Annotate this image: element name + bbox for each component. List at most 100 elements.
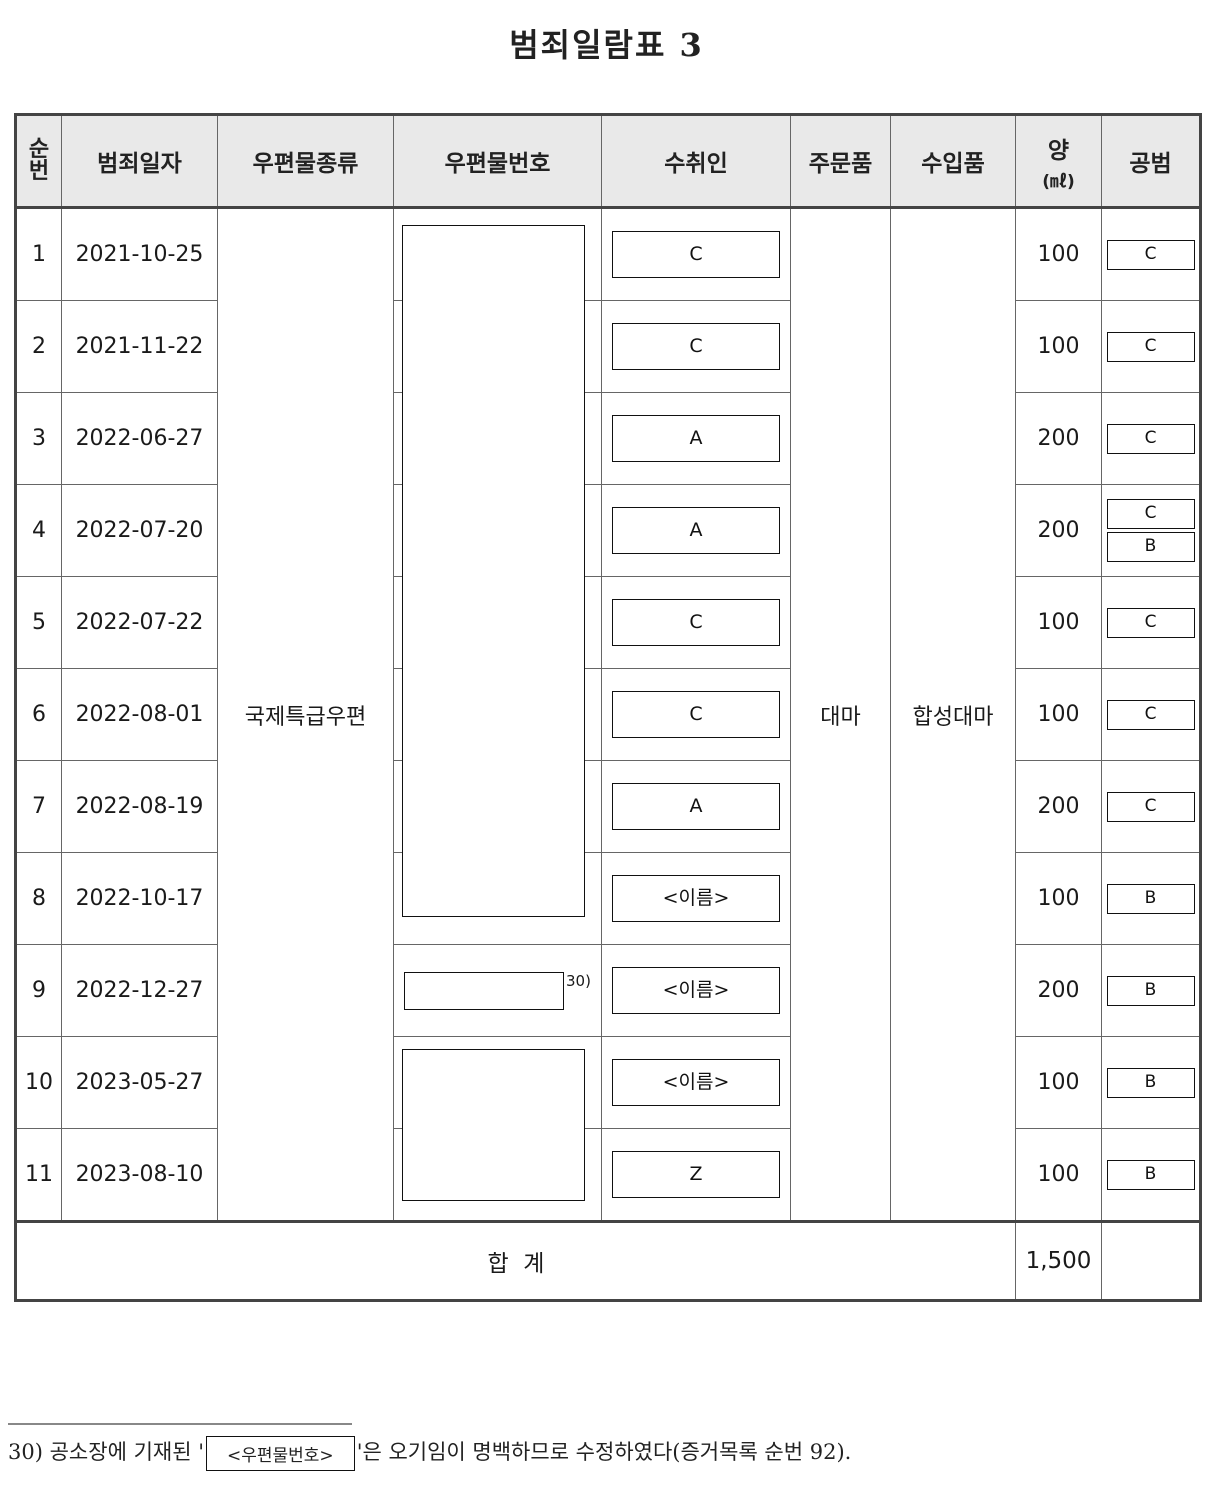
amount-cell: 200 bbox=[1015, 392, 1102, 485]
accomplice-name: C bbox=[1106, 499, 1195, 529]
seq-cell: 11 bbox=[15, 1128, 62, 1222]
recipient-cell: <이름> bbox=[601, 1036, 791, 1129]
accomplice-name: B bbox=[1106, 975, 1195, 1006]
amount-cell: 100 bbox=[1015, 852, 1102, 945]
recipient-cell: A bbox=[601, 392, 791, 485]
date-cell: 2022-07-22 bbox=[61, 576, 218, 669]
recipient-name: C bbox=[612, 323, 780, 370]
accomplice-name: C bbox=[1106, 699, 1195, 730]
total-label: 합 계 bbox=[15, 1220, 1016, 1301]
seq-cell: 4 bbox=[15, 484, 62, 577]
recipient-cell: C bbox=[601, 576, 791, 669]
imported-item-cell: 합성대마 bbox=[890, 207, 1016, 1222]
amount-cell: 100 bbox=[1015, 1036, 1102, 1129]
accomplice-cell: C bbox=[1101, 207, 1201, 301]
amount-cell: 200 bbox=[1015, 944, 1102, 1037]
header-mail-type: 우편물종류 bbox=[217, 114, 394, 209]
recipient-name: C bbox=[612, 599, 780, 646]
recipient-name: <이름> bbox=[612, 1059, 780, 1106]
recipient-name: <이름> bbox=[612, 875, 780, 922]
accomplice-cell: B bbox=[1101, 944, 1201, 1037]
seq-cell: 5 bbox=[15, 576, 62, 669]
amount-cell: 100 bbox=[1015, 1128, 1102, 1222]
accomplice-cell: C bbox=[1101, 392, 1201, 485]
header-amount-label: 양 bbox=[1047, 137, 1070, 164]
accomplice-name: C bbox=[1106, 791, 1195, 822]
accomplice-cell: CB bbox=[1101, 484, 1201, 577]
accomplice-cell: C bbox=[1101, 760, 1201, 853]
amount-cell: 100 bbox=[1015, 576, 1102, 669]
header-recipient: 수취인 bbox=[601, 114, 791, 209]
recipient-cell: <이름> bbox=[601, 852, 791, 945]
mail-type-cell: 국제특급우편 bbox=[217, 207, 394, 1222]
recipient-name: A bbox=[612, 507, 780, 554]
footnote-number: 30) bbox=[8, 1440, 43, 1464]
date-cell: 2021-11-22 bbox=[61, 300, 218, 393]
seq-cell: 7 bbox=[15, 760, 62, 853]
accomplice-name: B bbox=[1106, 1159, 1195, 1190]
date-cell: 2022-07-20 bbox=[61, 484, 218, 577]
date-cell: 2022-06-27 bbox=[61, 392, 218, 485]
redacted-mail-number-block bbox=[402, 1049, 585, 1201]
recipient-cell: C bbox=[601, 207, 791, 301]
total-accomplice-empty bbox=[1101, 1220, 1201, 1301]
accomplice-name: C bbox=[1106, 607, 1195, 638]
amount-cell: 200 bbox=[1015, 760, 1102, 853]
date-cell: 2022-08-19 bbox=[61, 760, 218, 853]
recipient-cell: Z bbox=[601, 1128, 791, 1222]
accomplice-cell: B bbox=[1101, 1036, 1201, 1129]
accomplice-name: B bbox=[1106, 532, 1195, 562]
accomplice-name: C bbox=[1106, 239, 1195, 270]
amount-cell: 100 bbox=[1015, 207, 1102, 301]
seq-cell: 8 bbox=[15, 852, 62, 945]
accomplice-cell: C bbox=[1101, 300, 1201, 393]
amount-cell: 100 bbox=[1015, 300, 1102, 393]
mail-number-cell bbox=[393, 1036, 602, 1201]
recipient-cell: A bbox=[601, 760, 791, 853]
recipient-cell: <이름> bbox=[601, 944, 791, 1037]
total-row: 합 계 1,500 bbox=[15, 1220, 1201, 1301]
recipient-cell: C bbox=[601, 300, 791, 393]
crime-list-table: 순번 범죄일자 우편물종류 우편물번호 수취인 주문품 수입품 양 (㎖) 공범… bbox=[14, 113, 1202, 1302]
accomplice-cell: C bbox=[1101, 576, 1201, 669]
date-cell: 2022-12-27 bbox=[61, 944, 218, 1037]
recipient-name: <이름> bbox=[612, 967, 780, 1014]
recipient-cell: C bbox=[601, 668, 791, 761]
date-cell: 2023-05-27 bbox=[61, 1036, 218, 1129]
header-date: 범죄일자 bbox=[61, 114, 218, 209]
header-row: 순번 범죄일자 우편물종류 우편물번호 수취인 주문품 수입품 양 (㎖) 공범 bbox=[15, 114, 1201, 209]
seq-cell: 1 bbox=[15, 207, 62, 301]
ordered-item-cell: 대마 bbox=[790, 207, 891, 1222]
recipient-name: A bbox=[612, 783, 780, 830]
header-amount: 양 (㎖) bbox=[1015, 114, 1102, 209]
accomplice-name: B bbox=[1106, 1067, 1195, 1098]
date-cell: 2023-08-10 bbox=[61, 1128, 218, 1222]
header-amount-unit: (㎖) bbox=[1042, 171, 1075, 192]
accomplice-name: B bbox=[1106, 883, 1195, 914]
seq-cell: 10 bbox=[15, 1036, 62, 1129]
redacted-mail-number-box: <우편물번호> bbox=[205, 1436, 355, 1471]
footnote-divider bbox=[8, 1423, 352, 1425]
recipient-name: C bbox=[612, 231, 780, 278]
amount-cell: 100 bbox=[1015, 668, 1102, 761]
footnote: 30) 공소장에 기재된 '<우편물번호>'은 오기임이 명백하므로 수정하였다… bbox=[8, 1436, 851, 1471]
recipient-name: A bbox=[612, 415, 780, 462]
redacted-mail-number-block bbox=[402, 225, 585, 917]
accomplice-name: C bbox=[1106, 331, 1195, 362]
seq-cell: 2 bbox=[15, 300, 62, 393]
document-title: 범죄일람표 3 bbox=[509, 26, 704, 64]
recipient-name: C bbox=[612, 691, 780, 738]
header-seq: 순번 bbox=[15, 114, 62, 209]
footnote-text-before: 공소장에 기재된 ' bbox=[49, 1440, 204, 1464]
seq-cell: 9 bbox=[15, 944, 62, 1037]
